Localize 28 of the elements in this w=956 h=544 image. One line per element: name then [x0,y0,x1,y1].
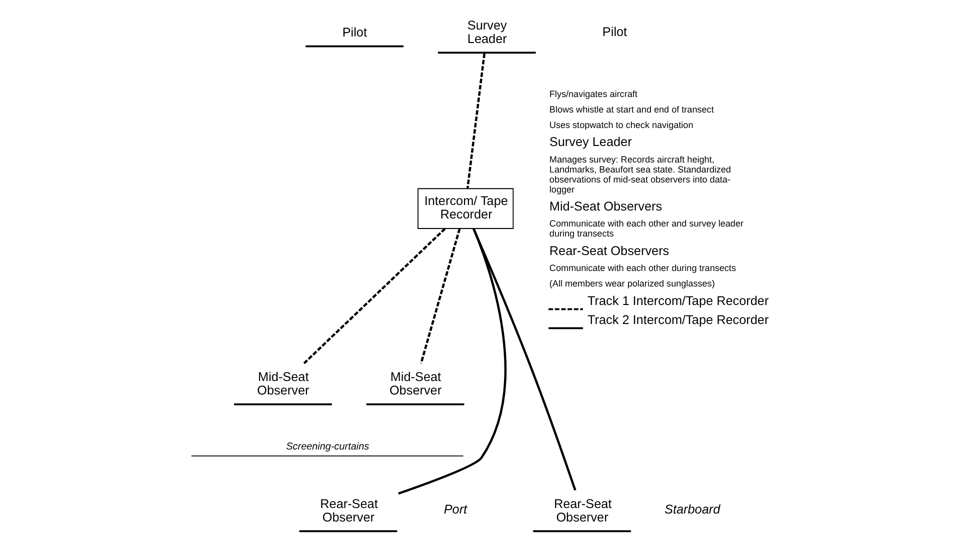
label: Communicate with each other during transects [548,263,736,274]
label: Flys/navigates aircraft [548,89,637,100]
node-text: Mid-Seat Observer [388,370,442,398]
legend-label: Track 2 Intercom/Tape Recorder [586,312,768,327]
connector [398,228,506,495]
node-text: Rear-Seat Observer [553,496,612,524]
node-box: Intercom/ Tape Recorder [417,188,514,229]
node-label: Starboard [664,502,720,517]
node-text: Rear-Seat Observer [320,496,378,524]
label: (All members wear polarized sunglasses) [548,278,714,288]
legend-label: Track 1 Intercom/Tape Recorder [586,294,768,308]
label: Communicate with each other and survey leader during transects [548,218,744,239]
connector [302,228,446,364]
label: Rear-Seat Observers [548,244,669,258]
label: Manages survey: Records aircraft height, Landmarks, Beaufort sea state. Standardized observations of mid-seat observers into data-logger [548,154,730,194]
node-text: Survey Leader [466,18,506,46]
label: Survey Leader [548,135,632,150]
node-text: Pilot [602,25,627,40]
node-label: Port [443,502,467,517]
label: Mid-Seat Observers [548,200,662,214]
connector [419,228,460,364]
connector [466,53,486,189]
label: Screening-curtains [286,441,369,452]
label: Uses stopwatch to check navigation [548,120,693,130]
connector [472,228,576,491]
label: Pilot [342,26,366,40]
label: Blows whistle at start and end of transect [548,104,714,114]
node-text: Mid-Seat Observer [256,370,309,398]
